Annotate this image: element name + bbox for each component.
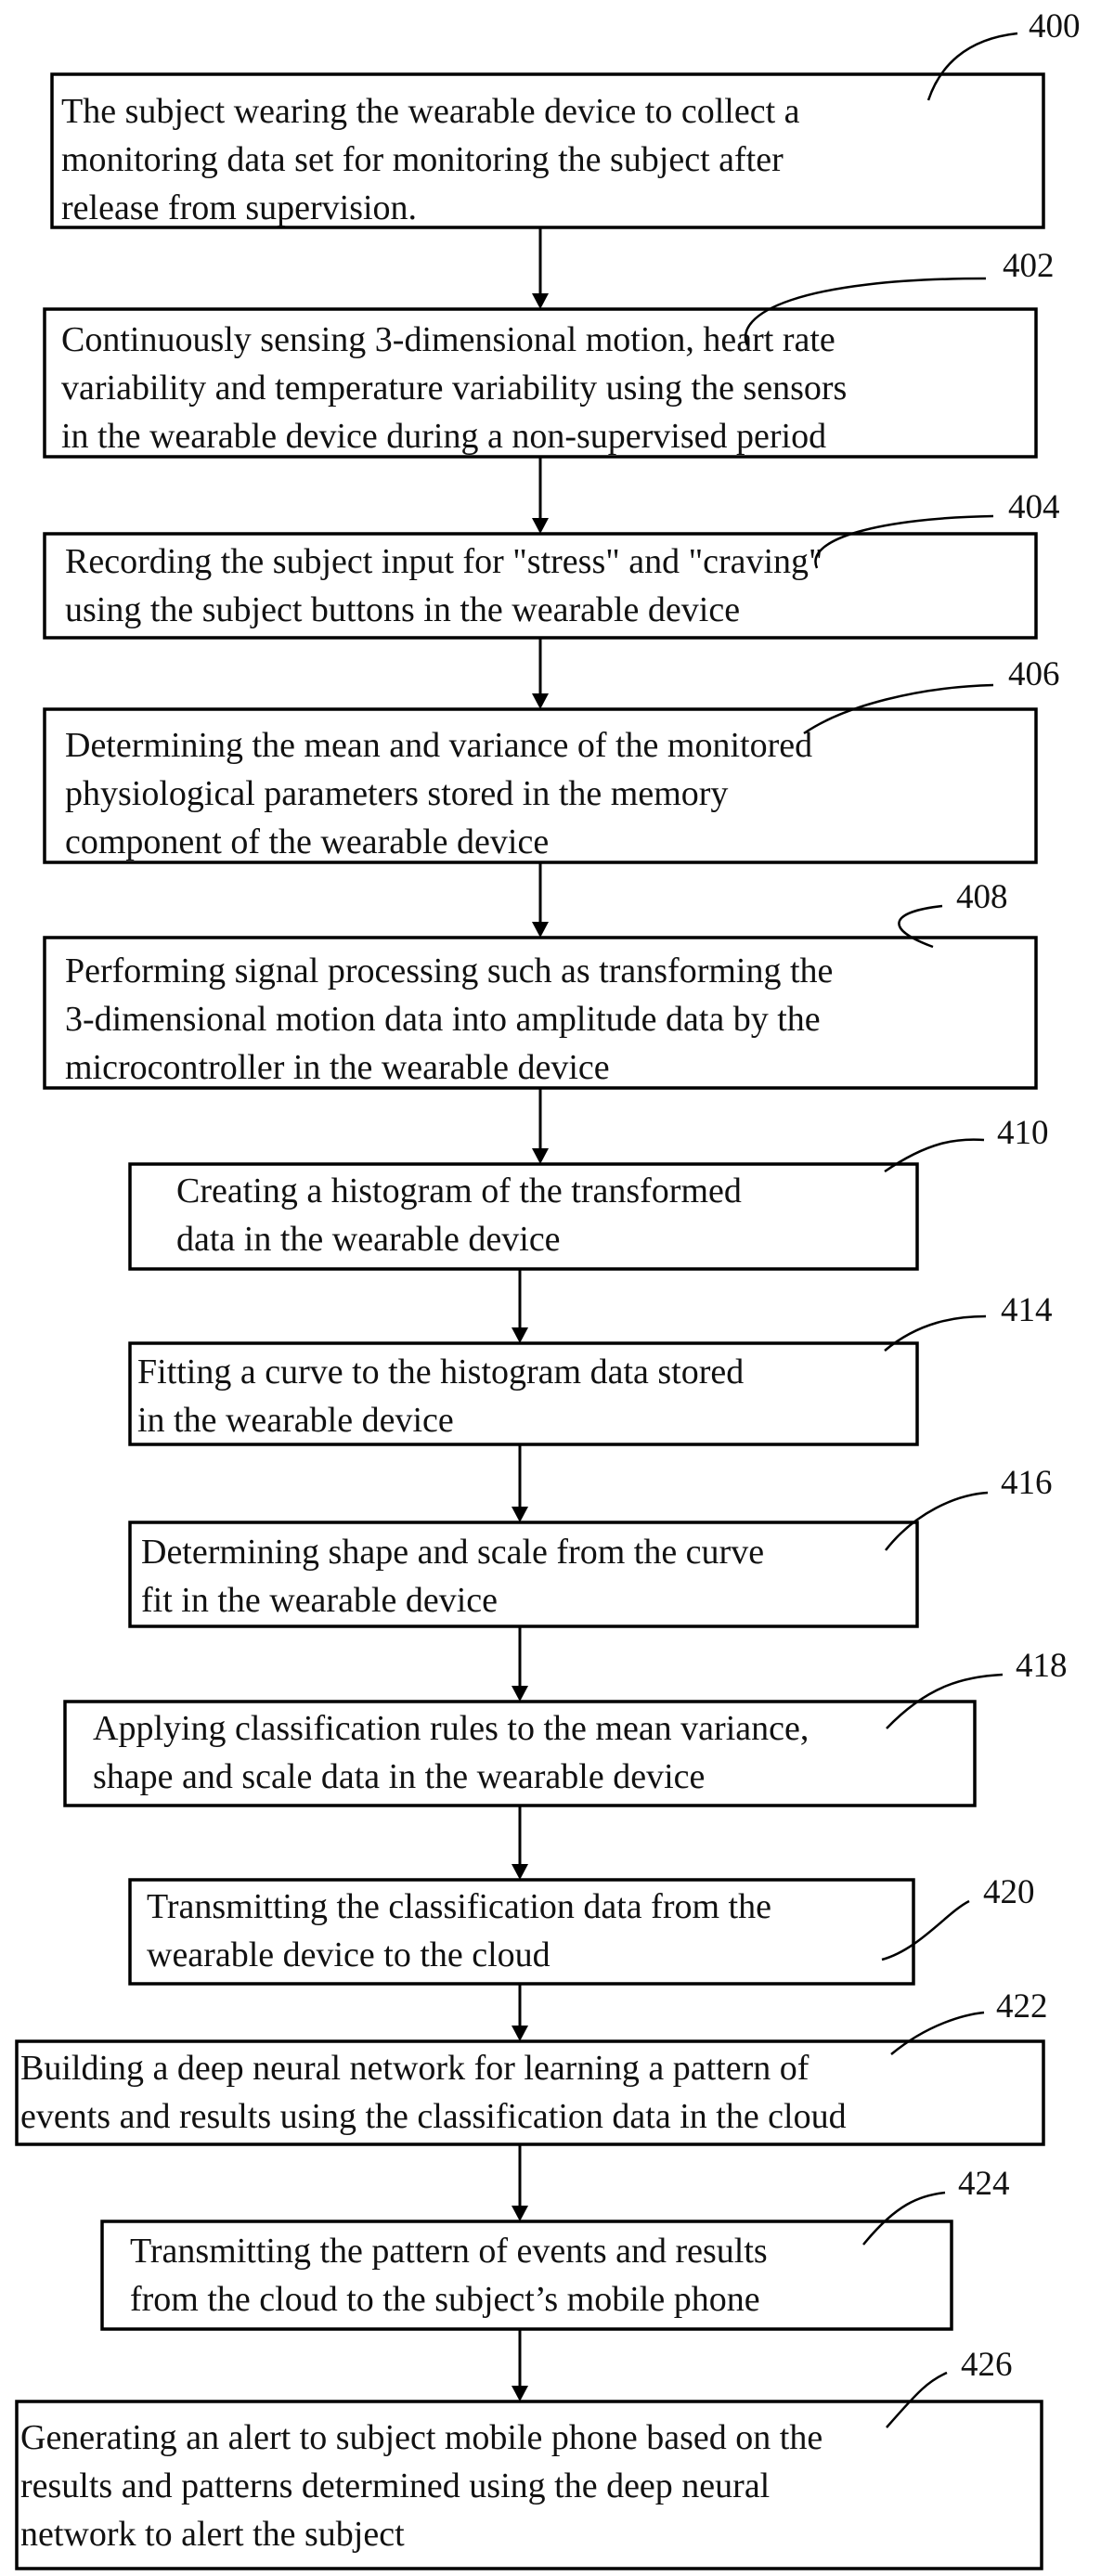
step-text-line: Fitting a curve to the histogram data st… (137, 1353, 744, 1392)
reference-numeral: 422 (996, 1987, 1048, 2026)
reference-numeral: 406 (1008, 655, 1060, 693)
flow-arrow (532, 227, 549, 309)
reference-numeral: 424 (958, 2165, 1010, 2203)
flow-arrow (512, 1444, 528, 1522)
step-text-line: fit in the wearable device (141, 1581, 498, 1620)
arrow-head (532, 518, 549, 534)
flow-arrow (532, 457, 549, 534)
step-text-line: microcontroller in the wearable device (65, 1048, 610, 1087)
step-text-line: Performing signal processing such as tra… (65, 951, 833, 990)
step-text-line: Transmitting the pattern of events and r… (130, 2232, 768, 2271)
arrow-head (532, 922, 549, 938)
arrow-head (512, 2386, 528, 2401)
step-402: Continuously sensing 3-dimensional motio… (45, 247, 1055, 457)
arrow-head (512, 1507, 528, 1522)
arrow-head (512, 1686, 528, 1702)
flow-arrow (532, 862, 549, 938)
step-422: Building a deep neural network for learn… (17, 1987, 1048, 2144)
step-418: Applying classification rules to the mea… (65, 1647, 1068, 1806)
flow-arrow (512, 1984, 528, 2041)
reference-numeral: 402 (1003, 247, 1055, 285)
step-text-line: component of the wearable device (65, 822, 549, 861)
flow-arrow (532, 638, 549, 709)
reference-numeral: 410 (997, 1114, 1049, 1152)
arrow-head (532, 693, 549, 709)
step-text-line: Recording the subject input for "stress"… (65, 542, 823, 581)
step-text-line: Creating a histogram of the transformed (176, 1171, 742, 1210)
step-406: Determining the mean and variance of the… (45, 655, 1060, 862)
reference-numeral: 416 (1001, 1464, 1053, 1502)
step-400: The subject wearing the wearable device … (52, 7, 1081, 227)
step-text-line: Transmitting the classification data fro… (147, 1887, 771, 1926)
reference-numeral: 418 (1016, 1647, 1068, 1685)
step-416: Determining shape and scale from the cur… (130, 1464, 1053, 1626)
flow-arrow (532, 1088, 549, 1164)
flow-arrow (512, 1626, 528, 1702)
step-text-line: 3-dimensional motion data into amplitude… (65, 1000, 821, 1039)
arrow-head (512, 2026, 528, 2041)
reference-numeral: 414 (1001, 1291, 1053, 1329)
step-text-line: Applying classification rules to the mea… (93, 1709, 809, 1748)
step-text-line: using the subject buttons in the wearabl… (65, 590, 740, 629)
arrow-head (532, 1148, 549, 1164)
step-text-line: shape and scale data in the wearable dev… (93, 1757, 705, 1796)
arrow-head (512, 1864, 528, 1880)
flow-arrow (512, 2144, 528, 2221)
reference-numeral: 408 (956, 878, 1008, 916)
step-text-line: network to alert the subject (20, 2515, 405, 2554)
step-404: Recording the subject input for "stress"… (45, 488, 1060, 638)
flow-arrow (512, 1806, 528, 1880)
step-text-line: events and results using the classificat… (20, 2097, 847, 2136)
flow-arrow (512, 2329, 528, 2401)
step-text-line: Continuously sensing 3-dimensional motio… (61, 320, 835, 359)
reference-numeral: 426 (961, 2346, 1013, 2384)
step-text-line: Determining shape and scale from the cur… (141, 1533, 764, 1572)
step-text-line: release from supervision. (61, 188, 417, 227)
reference-numeral: 400 (1029, 7, 1081, 45)
step-text-line: monitoring data set for monitoring the s… (61, 140, 784, 179)
reference-numeral: 420 (983, 1873, 1035, 1911)
step-text-line: data in the wearable device (176, 1220, 561, 1259)
step-424: Transmitting the pattern of events and r… (102, 2165, 1010, 2329)
step-414: Fitting a curve to the histogram data st… (130, 1291, 1053, 1444)
step-420: Transmitting the classification data fro… (130, 1873, 1035, 1984)
arrow-head (532, 293, 549, 309)
step-text-line: Generating an alert to subject mobile ph… (20, 2418, 823, 2457)
step-text-line: from the cloud to the subject’s mobile p… (130, 2280, 760, 2319)
arrow-head (512, 1327, 528, 1343)
step-text-line: variability and temperature variability … (61, 369, 847, 408)
step-text-line: results and patterns determined using th… (20, 2466, 770, 2505)
step-text-line: in the wearable device (137, 1401, 454, 1440)
step-text-line: The subject wearing the wearable device … (61, 92, 800, 131)
step-text-line: Building a deep neural network for learn… (20, 2049, 810, 2088)
step-text-line: in the wearable device during a non-supe… (61, 417, 826, 456)
step-text-line: Determining the mean and variance of the… (65, 726, 812, 765)
step-text-line: wearable device to the cloud (147, 1935, 550, 1974)
step-410: Creating a histogram of the transformed d… (130, 1114, 1049, 1269)
step-text-line: physiological parameters stored in the m… (65, 774, 728, 813)
reference-numeral: 404 (1008, 488, 1060, 526)
arrow-head (512, 2206, 528, 2221)
flow-arrow (512, 1269, 528, 1343)
step-426: Generating an alert to subject mobile ph… (17, 2346, 1042, 2569)
